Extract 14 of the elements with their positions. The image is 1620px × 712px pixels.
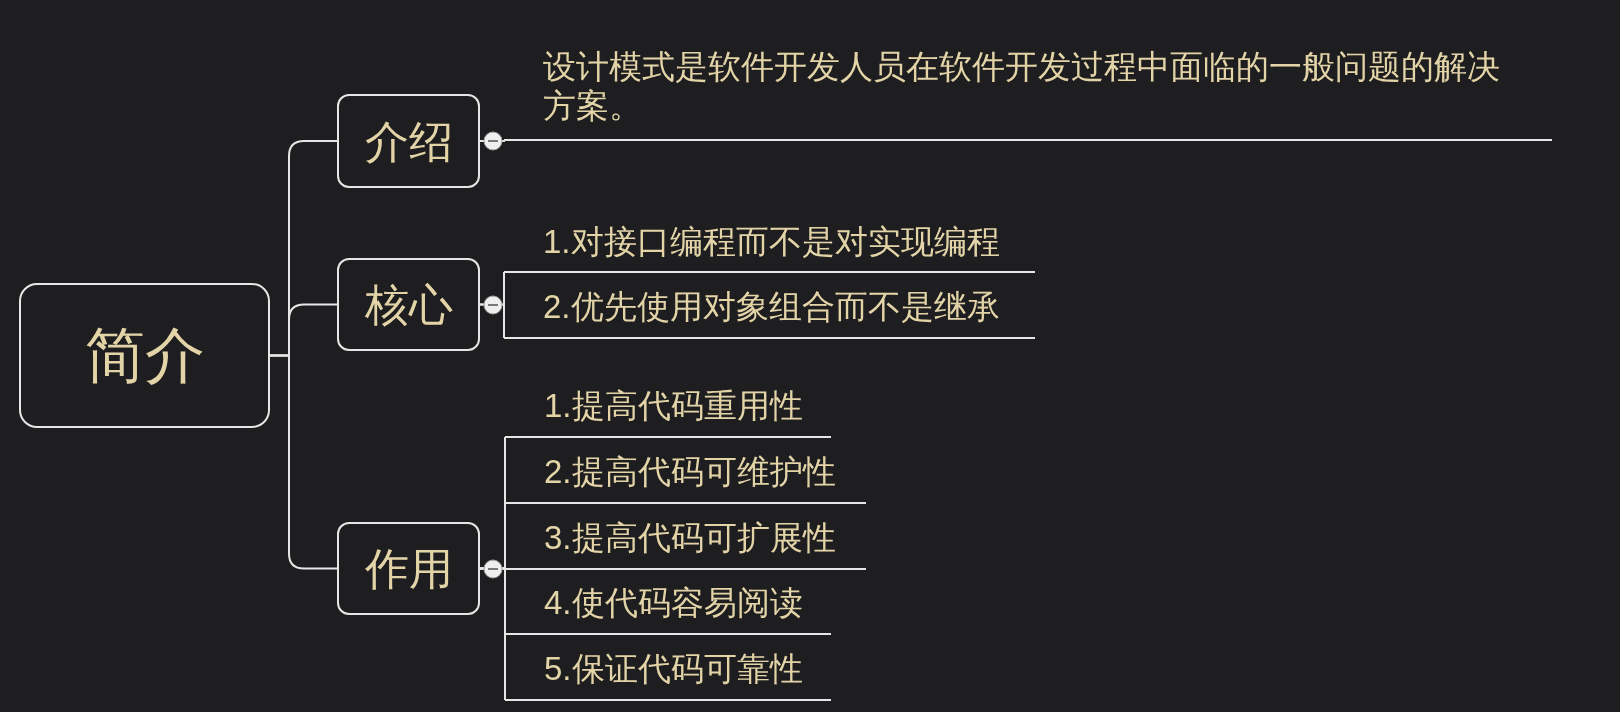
branch-line bbox=[269, 354, 338, 570]
underlined-topic: 2.提高代码可维护性 bbox=[505, 442, 866, 504]
topic-box: 介绍 bbox=[337, 94, 480, 188]
topic-box: 作用 bbox=[337, 522, 480, 615]
underlined-topic: 1.对接口编程而不是对实现编程 bbox=[504, 212, 1035, 273]
central-topic-box: 简介 bbox=[19, 283, 270, 428]
underlined-topic: 5.保证代码可靠性 bbox=[505, 639, 831, 701]
branch-line bbox=[479, 567, 506, 701]
underlined-topic: 4.使代码容易阅读 bbox=[505, 573, 831, 635]
topic-box: 核心 bbox=[337, 258, 480, 351]
underlined-topic: 3.提高代码可扩展性 bbox=[505, 508, 866, 570]
underlined-topic: 设计模式是软件开发人员在软件开发过程中面临的一般问题的解决方案。 bbox=[504, 44, 1552, 141]
underlined-topic: 1.提高代码重用性 bbox=[505, 376, 831, 438]
underlined-topic: 2.优先使用对象组合而不是继承 bbox=[504, 277, 1035, 339]
